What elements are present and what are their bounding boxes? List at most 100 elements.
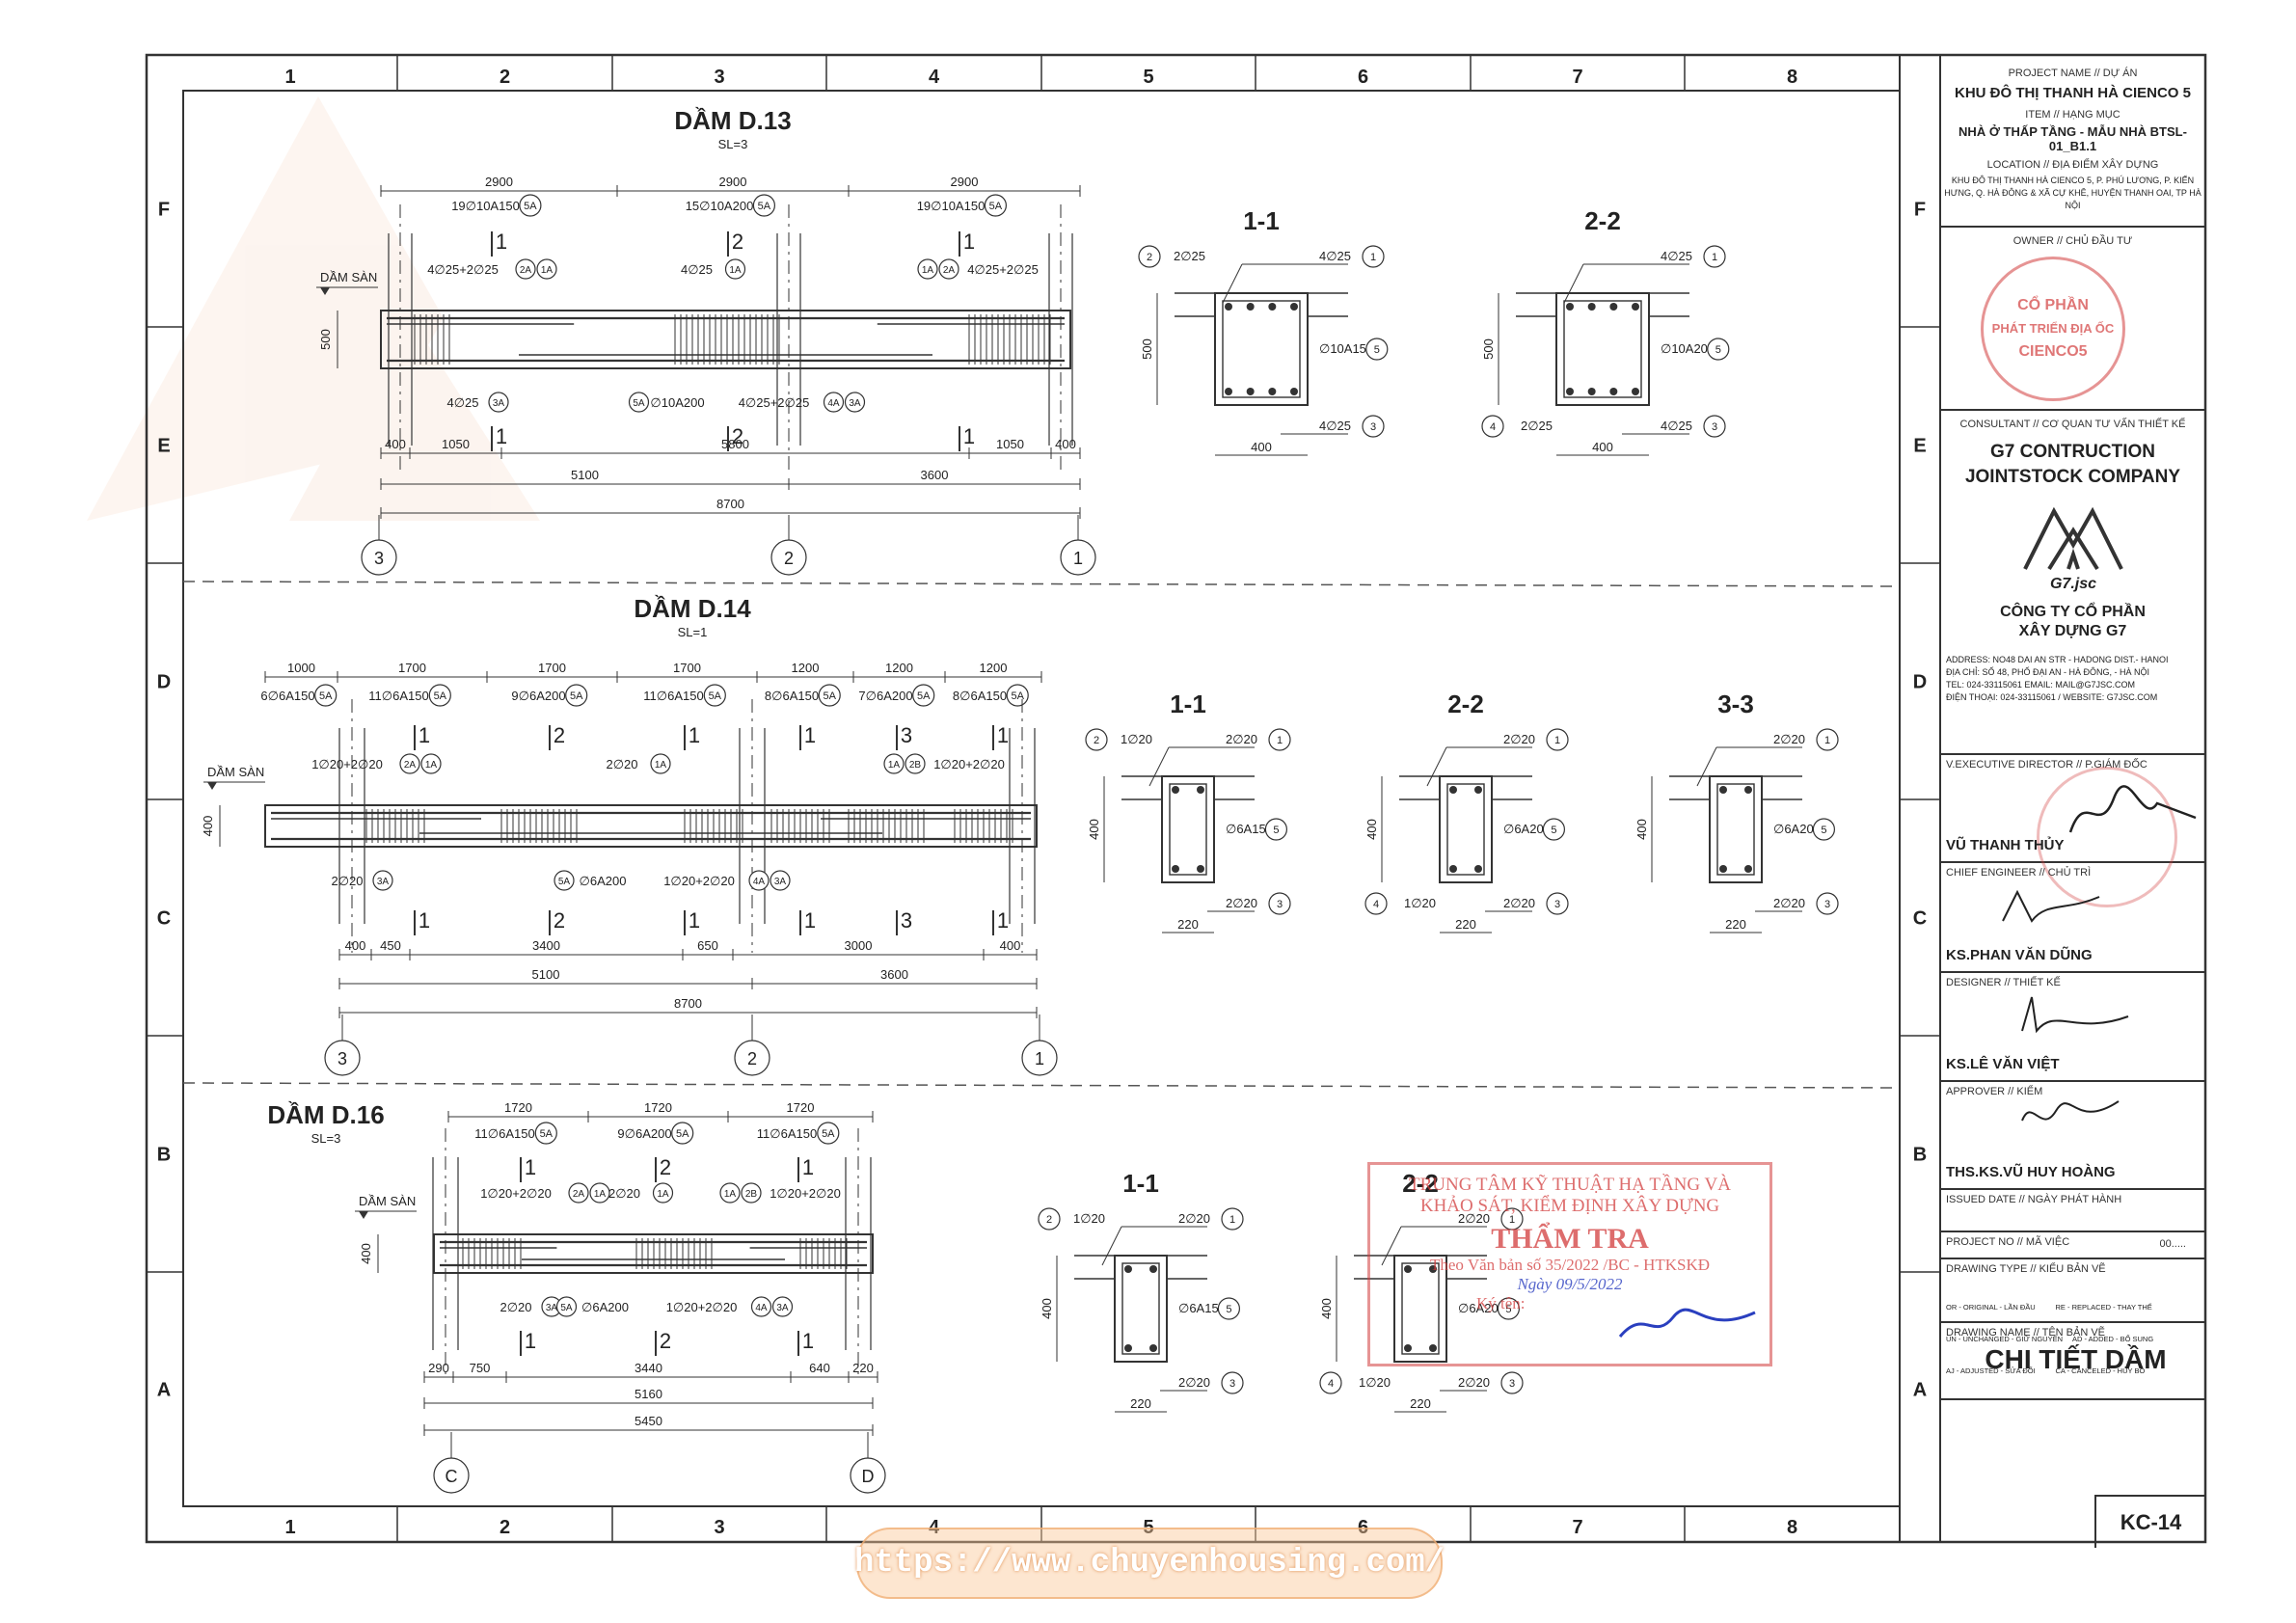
dtype-section: DRAWING TYPE // KIỂU BẢN VẼ OR - ORIGINA… [1940, 1259, 2205, 1375]
website-watermark[interactable]: https://www.chuyenhousing.com/ [854, 1528, 1445, 1599]
section-mark-circle [1362, 415, 1385, 438]
span-dim-value: 5100 [571, 468, 599, 482]
axis-bubble-circle [1021, 1040, 1058, 1076]
bottom-dim-value: 220 [852, 1361, 874, 1375]
rebar-mark-circle [515, 258, 536, 280]
bottom-dim-value: 5800 [721, 437, 749, 451]
rebar-mark: 5A [633, 398, 645, 409]
section-top-rebar-left: 1∅20 [1121, 732, 1152, 746]
rebar-callout: ∅6A200 [581, 1300, 629, 1314]
section-mark-circle [1542, 818, 1566, 841]
section-mark: 1 [1712, 252, 1717, 263]
top-dim-value: 2900 [951, 175, 979, 189]
rebar-dot [1268, 388, 1277, 395]
section-title: 2-2 [1447, 690, 1484, 718]
rebar-mark-circle [741, 1182, 762, 1204]
section-height: 500 [1481, 338, 1496, 360]
issued-label: ISSUED DATE // NGÀY PHÁT HÀNH [1946, 1194, 2122, 1205]
rebar-mark: 4A [755, 1303, 768, 1313]
bottom-dim-value: 3000 [845, 938, 873, 953]
stirrup-mark-circle [565, 684, 588, 707]
section-stirrup-spec: ∅6A200 [1458, 1301, 1505, 1315]
top-dim-value: 2900 [485, 175, 513, 189]
rebar-dot [1609, 303, 1618, 311]
stamp-line: Ký tên: [1476, 1294, 1526, 1312]
section-mark-circle [1816, 728, 1839, 751]
section-mark-circle [1500, 1207, 1524, 1231]
sheet-number-box: KC-14 [2094, 1495, 2205, 1548]
grid-row-label-right: B [1913, 1145, 1927, 1166]
rebar-callout: 2∅20 [606, 757, 637, 771]
rebar-mark: 1A [724, 1189, 737, 1200]
rebar-callout: 1∅20+2∅20 [480, 1186, 552, 1201]
rebar-dot [1429, 1265, 1437, 1273]
section-cut-label: 2 [554, 908, 565, 933]
rebar-mark-circle [750, 1296, 772, 1317]
projno-section: PROJECT NO // MÃ VIỆC 00..... [1940, 1232, 2205, 1259]
stirrup-mark: 5A [434, 690, 447, 702]
rebar-dot [1744, 865, 1752, 873]
section-outline [1214, 292, 1309, 406]
section-width: 220 [1725, 917, 1746, 932]
rebar-callout: 2∅20 [331, 874, 363, 888]
chief-label: CHIEF ENGINEER // CHỦ TRÌ [1946, 867, 2092, 879]
outer-frame [145, 53, 2207, 1544]
span-dim-value: 3600 [880, 967, 908, 982]
section-mark: 1 [1824, 735, 1830, 746]
section-height: 400 [1040, 1298, 1054, 1319]
rebar-dot [1474, 865, 1482, 873]
grid-row-label-right: D [1913, 672, 1927, 693]
section-top-rebar: 4∅25 [1661, 249, 1692, 263]
stirrup-mark: 5A [822, 1128, 835, 1140]
rebar-dot [1449, 865, 1457, 873]
rebar-dot [1609, 388, 1618, 395]
grid-col-label-top: 2 [500, 67, 510, 88]
bottom-dim-value: 290 [428, 1361, 449, 1375]
top-dim-value: 1720 [504, 1100, 532, 1115]
section-cut-label: 1 [525, 1155, 536, 1179]
section-mark: 2 [1094, 735, 1099, 746]
section-height: 400 [1634, 819, 1649, 840]
section-mark-circle [1497, 1297, 1521, 1320]
rebar-dot [1225, 388, 1232, 395]
section-mark-circle [1268, 892, 1291, 915]
section-mark: 5 [1273, 825, 1279, 836]
stirrup-mark-circle [752, 194, 776, 217]
section-width: 220 [1455, 917, 1476, 932]
stirrup-spec: 11∅6A150 [368, 689, 428, 703]
rebar-mark: 3A [776, 1303, 789, 1313]
rebar-mark: 1A [594, 1189, 607, 1200]
section-cut-label: 3 [901, 723, 912, 747]
section-top-rebar: 2∅20 [1503, 732, 1535, 746]
section-mark: 5 [1715, 344, 1721, 356]
designer-signature [2021, 996, 2129, 1034]
beam-title: DẦM D.14 [634, 594, 751, 623]
stirrup-mark-circle [912, 684, 935, 707]
stirrup-mark: 5A [917, 690, 931, 702]
section-bottom-rebar-left: 1∅20 [1404, 896, 1436, 910]
inspection-stamp: TRUNG TÂM KỸ THUẬT HẠ TẦNG VÀ KHẢO SÁT, … [1367, 1162, 1772, 1366]
section-stirrup-spec: ∅6A150 [1226, 822, 1273, 836]
grid-col-label-top: 5 [1143, 67, 1153, 88]
slab-beam-label: DẦM SÀN [320, 270, 377, 284]
section-title: 1-1 [1170, 690, 1206, 718]
section-outline [1439, 775, 1493, 883]
bottom-dim-value: 400 [385, 437, 406, 451]
section-mark: 3 [1509, 1378, 1515, 1390]
section-stirrup [1563, 300, 1642, 398]
rebar-dot [1632, 388, 1639, 395]
stirrup-mark: 5A [570, 690, 583, 702]
approver-label: APPROVER // KIỂM [1946, 1086, 2043, 1097]
section-cut-label: 1 [496, 424, 507, 448]
rebar-dot [1172, 786, 1179, 794]
stirrup-mark-circle [428, 684, 451, 707]
section-top-rebar: 2∅20 [1178, 1211, 1210, 1226]
consultant-label: CONSULTANT // CƠ QUAN TƯ VẤN THIẾT KẾ [1959, 419, 2186, 430]
grid-col-label-top: 1 [284, 67, 295, 88]
stamp-line: Ngày 09/5/2022 [1517, 1275, 1623, 1293]
grid-row-label-left: F [158, 200, 170, 221]
grid-row-label-right: F [1914, 200, 1926, 221]
section-cut-label: 1 [419, 908, 430, 933]
section-title: 2-2 [1584, 206, 1621, 235]
project-name: KHU ĐÔ THỊ THANH HÀ CIENCO 5 [1954, 85, 2191, 101]
